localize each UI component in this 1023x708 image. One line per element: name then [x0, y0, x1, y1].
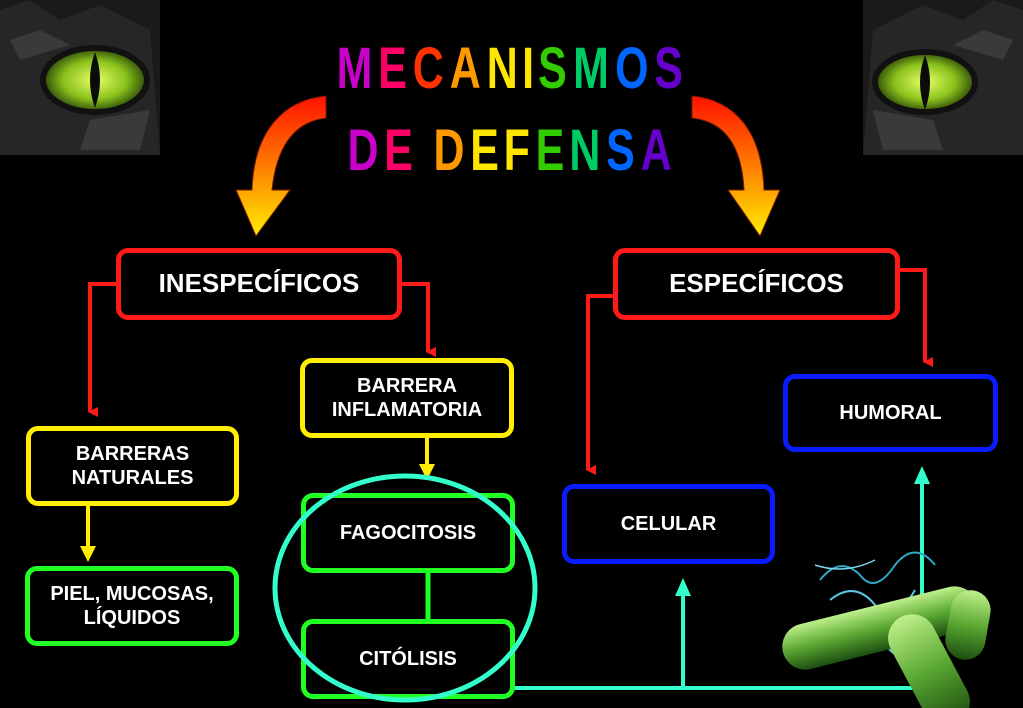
flame-arrow-right-icon: [691, 95, 781, 238]
node-especificos-label: ESPECÍFICOS: [669, 268, 844, 299]
node-piel-mucosas-liquidos: PIEL, MUCOSAS, LÍQUIDOS: [25, 566, 239, 646]
title-letter: F: [503, 118, 531, 183]
node-humoral-label: HUMORAL: [839, 402, 942, 424]
flame-arrow-left-icon: [235, 95, 327, 237]
node-citolisis: CITÓLISIS: [301, 619, 515, 699]
title-letter: D: [347, 118, 380, 183]
bacteria-image: [782, 551, 991, 708]
connector-especificos-celular: [586, 294, 615, 475]
arrowhead-celular-icon: [675, 578, 691, 596]
title-letter: E: [469, 118, 500, 183]
title-letter: D: [433, 118, 465, 183]
arrowhead-barreras-piel-icon: [80, 546, 96, 562]
connector-especificos-humoral: [898, 268, 933, 367]
title-letter: [417, 122, 430, 180]
node-especificos: ESPECÍFICOS: [613, 248, 900, 320]
title-letter: N: [486, 36, 519, 101]
title-letter: S: [538, 36, 568, 101]
node-barrera-inflamatoria-label: BARRERA INFLAMATORIA: [331, 375, 483, 421]
connector-inespecificos-inflamatoria: [400, 282, 436, 357]
node-barrera-inflamatoria: BARRERA INFLAMATORIA: [300, 358, 514, 438]
cat-eye-left-image: [0, 0, 160, 155]
node-celular-label: CELULAR: [620, 513, 717, 535]
title-letter: S: [654, 36, 684, 101]
node-barreras-naturales: BARRERAS NATURALES: [26, 426, 239, 506]
arrowhead-inflamatoria-fagocitosis-icon: [419, 464, 435, 480]
title-line-1-text: MECANISMOS: [334, 40, 686, 98]
title-letter: M: [572, 36, 610, 101]
arrowhead-humoral-icon: [914, 466, 930, 484]
node-inespecificos: INESPECÍFICOS: [116, 248, 402, 320]
title-letter: N: [569, 118, 602, 183]
title-line-2: DE DEFENSA: [250, 122, 770, 180]
title-letter: E: [384, 118, 414, 183]
title-letter: S: [606, 118, 636, 183]
title-letter: C: [412, 36, 445, 101]
title-letter: M: [336, 36, 374, 101]
connector-inespecificos-barreras: [88, 282, 120, 417]
node-piel-label: PIEL, MUCOSAS, LÍQUIDOS: [50, 583, 214, 629]
title-letter: I: [522, 36, 535, 101]
node-inespecificos-label: INESPECÍFICOS: [158, 268, 360, 299]
node-celular: CELULAR: [562, 484, 775, 564]
title-letter: A: [640, 118, 673, 183]
cat-eye-right-image: [863, 0, 1023, 155]
node-barreras-naturales-label: BARRERAS NATURALES: [71, 443, 194, 489]
title-letter: E: [535, 118, 565, 183]
node-citolisis-label: CITÓLISIS: [359, 648, 457, 670]
title-letter: O: [615, 36, 650, 101]
title-line-2-text: DE DEFENSA: [345, 122, 675, 180]
node-fagocitosis: FAGOCITOSIS: [301, 493, 515, 573]
title-letter: E: [378, 36, 409, 101]
node-humoral: HUMORAL: [783, 374, 998, 452]
title-line-1: MECANISMOS: [250, 40, 770, 98]
node-fagocitosis-label: FAGOCITOSIS: [339, 522, 477, 544]
title-letter: A: [449, 36, 482, 101]
